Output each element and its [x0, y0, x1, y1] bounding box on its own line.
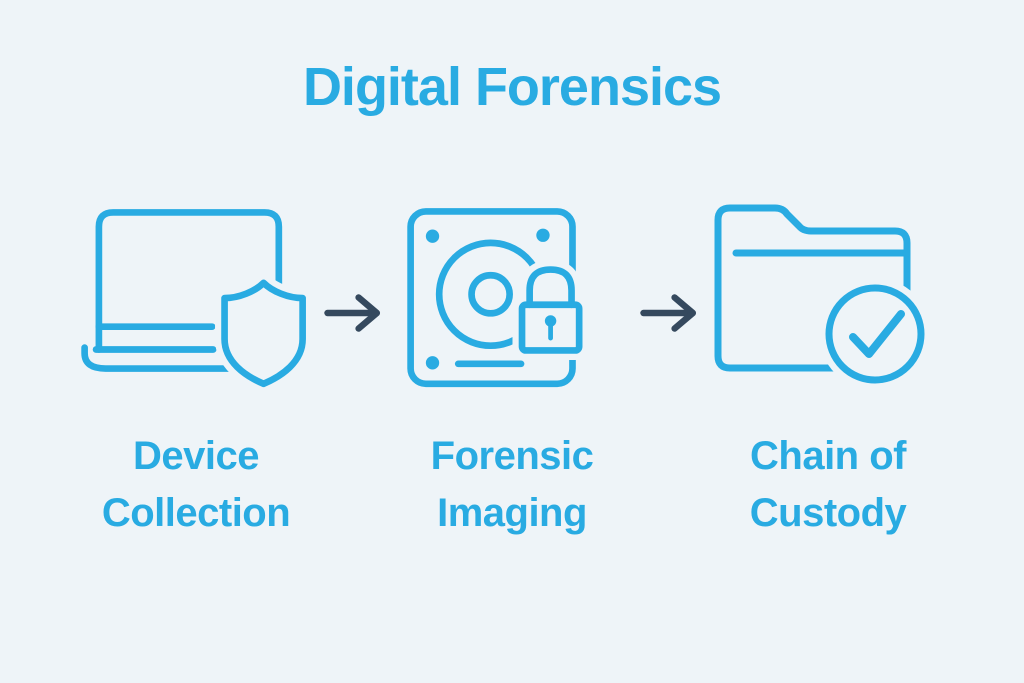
shield-icon — [221, 279, 306, 388]
page-title: Digital Forensics — [302, 57, 722, 117]
step-label: Forensic Imaging — [430, 434, 594, 535]
laptop-shield-icon — [77, 200, 315, 400]
step-forensic-imaging: Forensic Imaging — [386, 200, 638, 542]
process-flow: Device Collection — [0, 200, 1024, 542]
harddrive-lock-icon — [403, 200, 622, 400]
lock-icon — [518, 266, 582, 354]
right-arrow-icon — [322, 288, 386, 338]
right-arrow-icon — [638, 288, 702, 338]
step-label: Chain of Custody — [749, 434, 907, 535]
step-chain-of-custody: Chain of Custody — [702, 200, 954, 542]
folder-check-icon — [713, 200, 943, 400]
step-device-collection: Device Collection — [70, 200, 322, 542]
check-circle-icon — [825, 284, 925, 384]
step-label: Device Collection — [101, 434, 291, 535]
